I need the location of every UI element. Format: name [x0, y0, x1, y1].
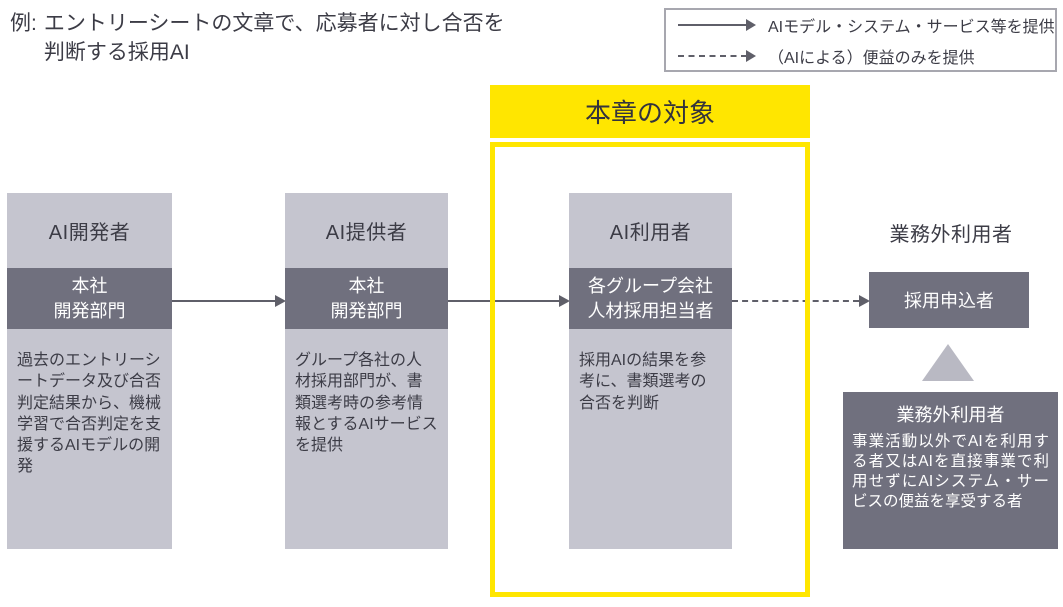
- column-ai-provider-role: 本社 開発部門: [285, 268, 448, 329]
- arrow-user-to-applicant: [732, 294, 870, 308]
- column-ai-developer-role: 本社 開発部門: [7, 268, 172, 329]
- role-line-2: 開発部門: [330, 300, 403, 321]
- example-line-1: エントリーシートの文章で、応募者に対し合否を: [43, 12, 505, 35]
- legend-label-provide: AIモデル・システム・サービス等を提供: [768, 18, 1055, 36]
- example-prefix: 例:: [10, 12, 37, 35]
- legend: AIモデル・システム・サービス等を提供 （AIによる）便益のみを提供: [664, 8, 1057, 72]
- column-ai-user-role: 各グループ会社 人材採用担当者: [569, 268, 732, 329]
- legend-row-benefit: （AIによる）便益のみを提供: [678, 44, 1043, 68]
- dashed-arrow-icon: [678, 49, 756, 62]
- chapter-target-label: 本章の対象: [584, 98, 715, 128]
- column-ai-user-title: AI利用者: [609, 222, 692, 244]
- chapter-target-header: 本章の対象: [490, 85, 810, 138]
- external-user-definition-title: 業務外利用者: [896, 405, 1005, 425]
- up-triangle-icon: [922, 344, 974, 381]
- solid-arrow-icon: [678, 18, 756, 31]
- example-text: エントリーシートの文章で、応募者に対し合否を 判断する採用AI: [44, 10, 505, 68]
- role-line-2: 開発部門: [53, 300, 126, 321]
- arrow-provider-to-user: [448, 294, 570, 308]
- example-caption: 例: エントリーシートの文章で、応募者に対し合否を 判断する採用AI: [10, 10, 505, 68]
- example-line-2: 判断する採用AI: [43, 40, 190, 64]
- arrow-developer-to-provider: [172, 294, 286, 308]
- role-line-1: 本社: [348, 276, 385, 297]
- column-ai-developer-description: 過去のエントリーシートデータ及び合否判定結果から、機械学習で合否判定を支援するA…: [17, 352, 162, 476]
- role-line-2: 人材採用担当者: [587, 300, 714, 321]
- column-ai-developer-title: AI開発者: [48, 222, 131, 244]
- applicant-label: 採用申込者: [904, 291, 994, 311]
- legend-label-benefit: （AIによる）便益のみを提供: [768, 49, 975, 67]
- column-ai-provider: AI提供者 本社 開発部門 グループ各社の人材採用部門が、書類選考時の参考情報と…: [285, 193, 448, 549]
- external-user-definition-box: 業務外利用者 事業活動以外でAIを利用する者又はAIを直接事業で利用せずにAIシ…: [843, 392, 1058, 549]
- role-line-1: 各グループ会社: [588, 276, 713, 297]
- role-line-1: 本社: [71, 276, 108, 297]
- column-ai-provider-title: AI提供者: [325, 222, 408, 244]
- applicant-box: 採用申込者: [869, 272, 1029, 328]
- legend-row-provide: AIモデル・システム・サービス等を提供: [678, 13, 1055, 37]
- external-user-definition-body: 事業活動以外でAIを利用する者又はAIを直接事業で利用せずにAIシステム・サービ…: [852, 433, 1049, 511]
- column-ai-user-description: 採用AIの結果を参考に、書類選考の合否を判断: [579, 352, 707, 412]
- external-user-title: 業務外利用者: [889, 224, 1013, 246]
- column-ai-developer: AI開発者 本社 開発部門 過去のエントリーシートデータ及び合否判定結果から、機…: [7, 193, 172, 549]
- column-ai-provider-description: グループ各社の人材採用部門が、書類選考時の参考情報とするAIサービスを提供: [295, 352, 438, 455]
- column-ai-user: AI利用者 各グループ会社 人材採用担当者 採用AIの結果を参考に、書類選考の合…: [569, 193, 732, 549]
